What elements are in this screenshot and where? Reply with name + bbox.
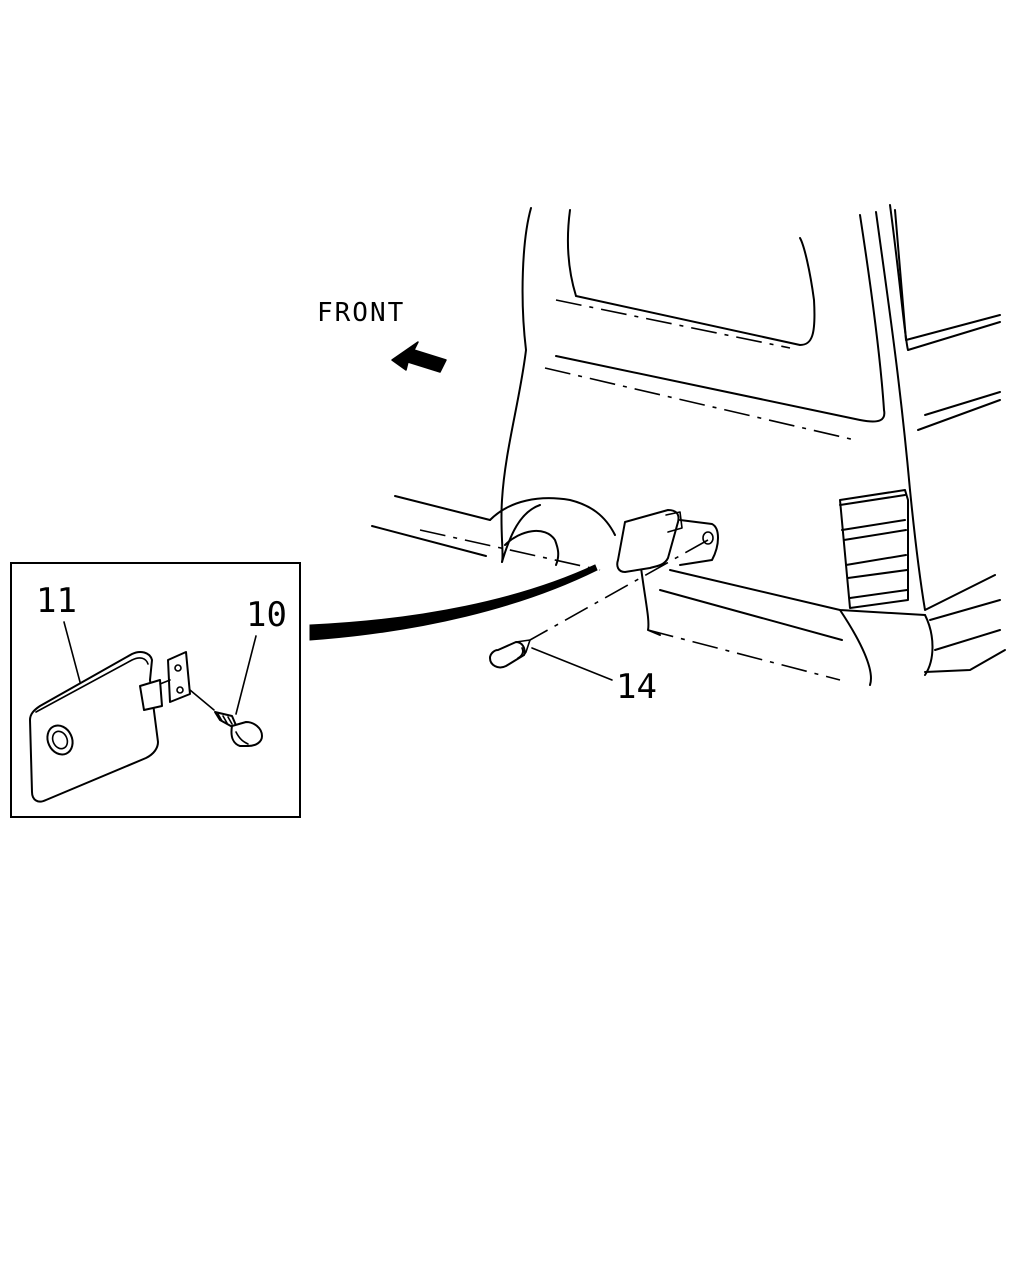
callout-11: 11: [36, 581, 77, 621]
front-label: FRONT: [317, 298, 405, 328]
callout-10: 10: [246, 595, 287, 635]
fuel-lid-part: [29, 651, 191, 803]
tail-lamp: [839, 489, 909, 609]
callout-14: 14: [616, 667, 657, 707]
front-arrow-icon: [391, 341, 447, 373]
detail-inset: 11 10: [10, 562, 301, 818]
opener-plug-part: [489, 639, 531, 669]
callout-10-leader: [235, 635, 257, 715]
wheel-arch: [371, 495, 616, 571]
callout-11-leader: [63, 621, 81, 683]
fuel-lid-installed: [529, 509, 719, 641]
callout-14-leader: [531, 647, 613, 681]
body-panel-lines: [639, 559, 934, 686]
front-direction-indicator: FRONT: [317, 298, 447, 373]
bolt-part: [189, 689, 263, 747]
vehicle-body-outline: [500, 204, 1006, 673]
detail-leader-arrow: [309, 564, 598, 641]
